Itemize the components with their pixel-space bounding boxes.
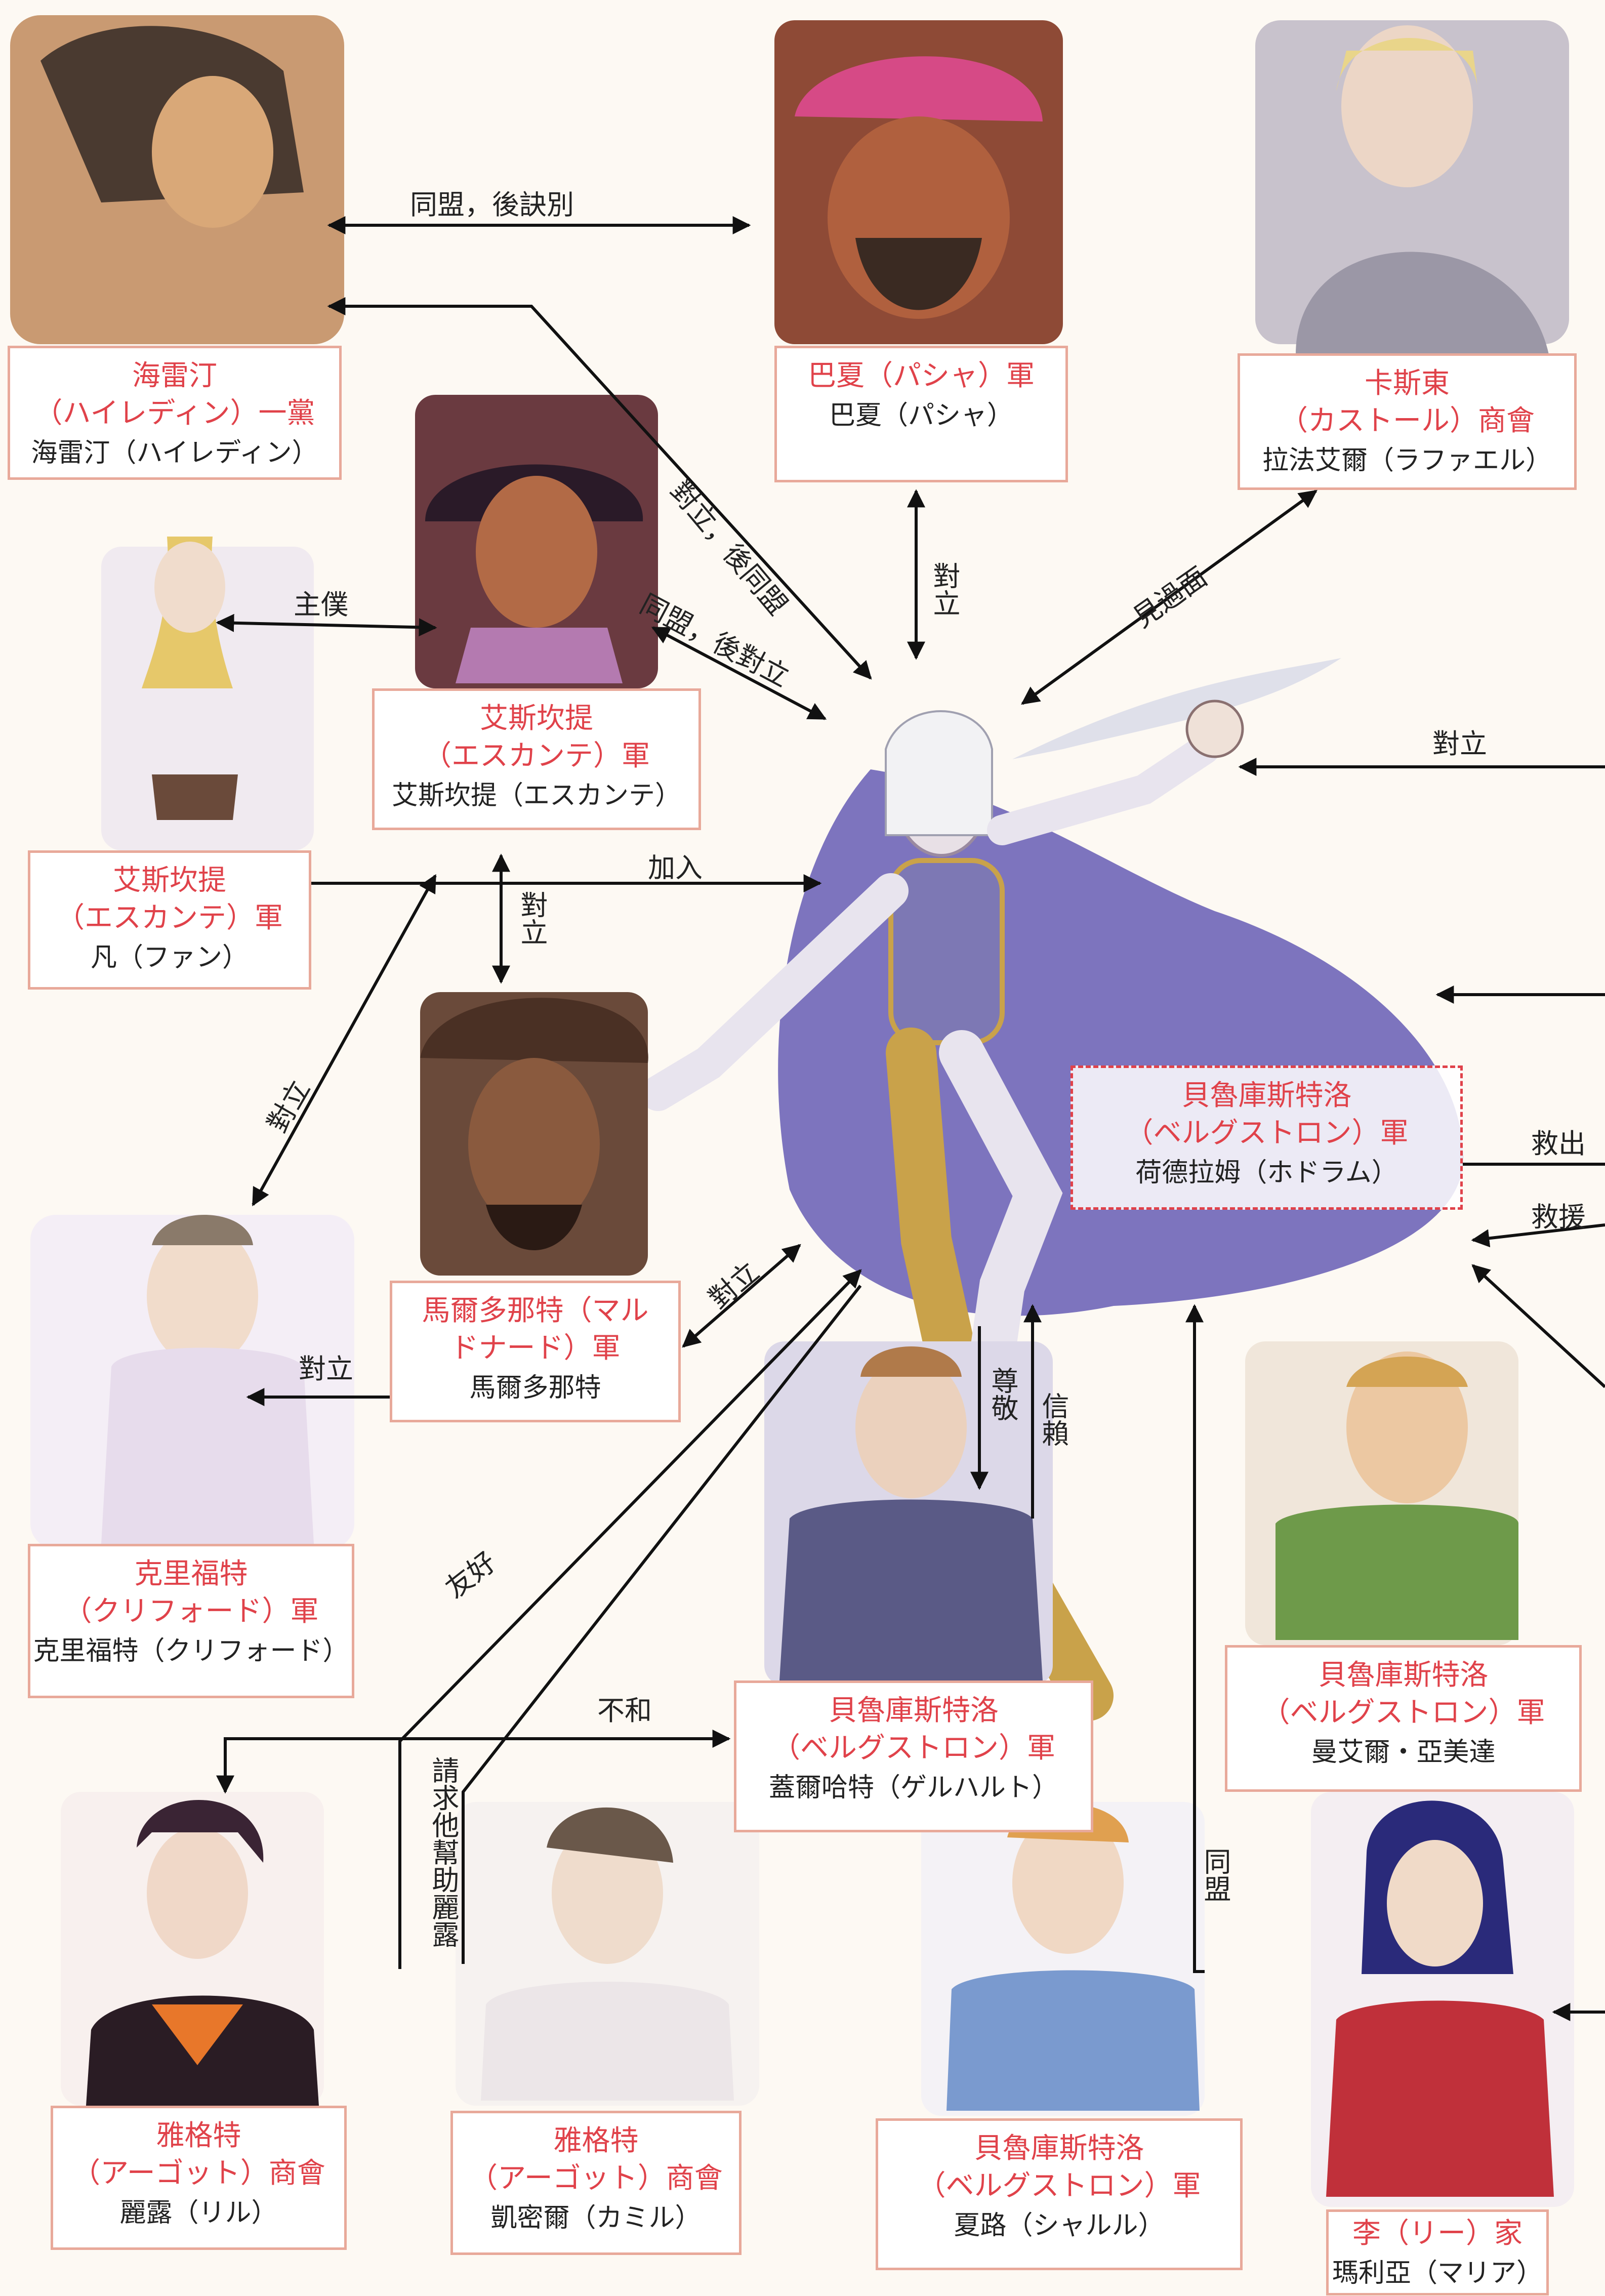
portrait-charles (921, 1802, 1205, 2116)
person-name: 曼艾爾・亞美達 (1311, 1737, 1496, 1768)
relation-label: 請求他幫助麗露 (427, 1756, 459, 1948)
person-name: 海雷汀（ハイレディン） (31, 438, 318, 468)
relation-label: 對立 (299, 1353, 353, 1385)
org-name: 馬爾多那特（マル ドナード）軍 (422, 1294, 649, 1365)
person-name: 拉法艾爾（ラファエル） (1262, 445, 1552, 476)
box-fan: 艾斯坎提 （エスカンテ）軍 凡（ファン） (28, 850, 311, 990)
relation-label: 同盟，後訣別 (410, 189, 574, 221)
person-name: 麗露（リル） (119, 2198, 278, 2228)
arrow-right-lower-center (1471, 1264, 1605, 1388)
portrait-gerhard (764, 1341, 1053, 1686)
arrow-raphael-center (1021, 489, 1318, 705)
org-name: 克里福特 （クリフォード）軍 (63, 1557, 319, 1628)
arrow-fan-clifford (252, 874, 437, 1207)
portrait-maria (1311, 1792, 1574, 2207)
box-maria: 李（リー）家 瑪利亞（マリア） (1326, 2209, 1549, 2295)
box-camille: 雅格特 （アーゴット）商會 凱密爾（カミル） (450, 2111, 742, 2255)
org-name: 貝魯庫斯特洛 （ベルグストロン）軍 (917, 2132, 1201, 2202)
arrow-escante-center (651, 626, 827, 720)
org-name: 艾斯坎提 （エスカンテ）軍 (423, 702, 650, 772)
person-name: 艾斯坎提（エスカンテ） (391, 781, 681, 811)
relation-label: 救出 (1531, 1128, 1586, 1160)
relation-label: 加入 (648, 852, 703, 884)
arrow-lil-gerhard (216, 1730, 731, 1794)
person-name: 馬爾多那特 (469, 1373, 601, 1403)
person-name: 凡（ファン） (90, 942, 249, 973)
portrait-camille (456, 1802, 759, 2106)
org-name: 艾斯坎提 （エスカンテ）軍 (56, 864, 283, 934)
box-escante: 艾斯坎提 （エスカンテ）軍 艾斯坎提（エスカンテ） (372, 688, 701, 830)
box-hodram-center: 貝魯庫斯特洛 （ベルグストロン）軍 荷德拉姆（ホドラム） (1071, 1065, 1463, 1210)
portrait-pasha (774, 20, 1063, 344)
box-gerhard: 貝魯庫斯特洛 （ベルグストロン）軍 蓋爾哈特（ゲルハルト） (734, 1680, 1093, 1832)
arrow-aid (1471, 1223, 1605, 1248)
box-manael: 貝魯庫斯特洛 （ベルグストロン）軍 曼艾爾・亞美達 (1225, 1645, 1582, 1792)
org-name: 卡斯東 （カストール）商會 (1280, 367, 1535, 437)
org-name: 貝魯庫斯特洛 （ベルグストロン）軍 (1261, 1659, 1545, 1729)
person-name: 凱密爾（カミル） (490, 2203, 702, 2233)
box-hairedin: 海雷汀 （ハイレディン）一黨 海雷汀（ハイレディン） (8, 346, 342, 480)
relation-arrows (216, 216, 1605, 2021)
portrait-hairedin (10, 15, 344, 344)
relation-label: 主僕 (294, 589, 348, 621)
person-name: 蓋爾哈特（ゲルハルト） (768, 1773, 1058, 1803)
box-maldonado: 馬爾多那特（マル ドナード）軍 馬爾多那特 (390, 1281, 681, 1422)
relation-label: 尊敬 (986, 1367, 1018, 1421)
arrow-fan-escante (216, 613, 437, 637)
portrait-raphael (1255, 20, 1569, 354)
relation-label: 信賴 (1037, 1392, 1069, 1447)
org-name: 雅格特 （アーゴット）商會 (469, 2124, 723, 2195)
box-charles: 貝魯庫斯特洛 （ベルグストロン）軍 夏路（シャルル） (876, 2118, 1243, 2270)
portrait-escante (415, 395, 658, 688)
relation-label: 救援 (1531, 1201, 1586, 1233)
person-name: 荷德拉姆（ホドラム） (1135, 1158, 1398, 1188)
org-name: 李（リー）家 (1352, 2217, 1522, 2250)
org-name: 雅格特 （アーゴット）商會 (72, 2119, 325, 2190)
person-name: 夏路（シャルル） (954, 2210, 1165, 2241)
person-name: 巴夏（パシャ） (829, 400, 1013, 431)
arrow-hairedin-center (327, 297, 872, 680)
box-raphael: 卡斯東 （カストール）商會 拉法艾爾（ラファエル） (1238, 353, 1577, 490)
portrait-manael (1245, 1341, 1518, 1645)
relation-label: 對立 (516, 891, 548, 946)
box-pasha: 巴夏（パシャ）軍 巴夏（パシャ） (774, 346, 1068, 482)
org-name: 海雷汀 （ハイレディン）一黨 (34, 359, 315, 430)
relation-label: 不和 (597, 1695, 652, 1727)
relation-label: 對立 (1432, 728, 1487, 760)
org-name: 貝魯庫斯特洛 （ベルグストロン）軍 (1125, 1079, 1409, 1150)
arrow-maldonado-center (682, 1244, 801, 1348)
org-name: 巴夏（パシャ）軍 (808, 359, 1035, 392)
portrait-lil (61, 1792, 324, 2106)
arrow-maria-center (1185, 1304, 1205, 1973)
portrait-fan (101, 537, 314, 850)
box-lil: 雅格特 （アーゴット）商會 麗露（リル） (51, 2106, 347, 2250)
box-clifford: 克里福特 （クリフォード）軍 克里福特（クリフォード） (28, 1544, 354, 1698)
relation-label: 對立 (928, 562, 960, 617)
portrait-maldonado (420, 992, 648, 1276)
org-name: 貝魯庫斯特洛 （ベルグストロン）軍 (772, 1694, 1055, 1765)
relation-label: 同盟 (1199, 1848, 1231, 1902)
person-name: 克里福特（クリフォード） (33, 1636, 349, 1666)
person-name: 瑪利亞（マリア） (1332, 2258, 1543, 2288)
